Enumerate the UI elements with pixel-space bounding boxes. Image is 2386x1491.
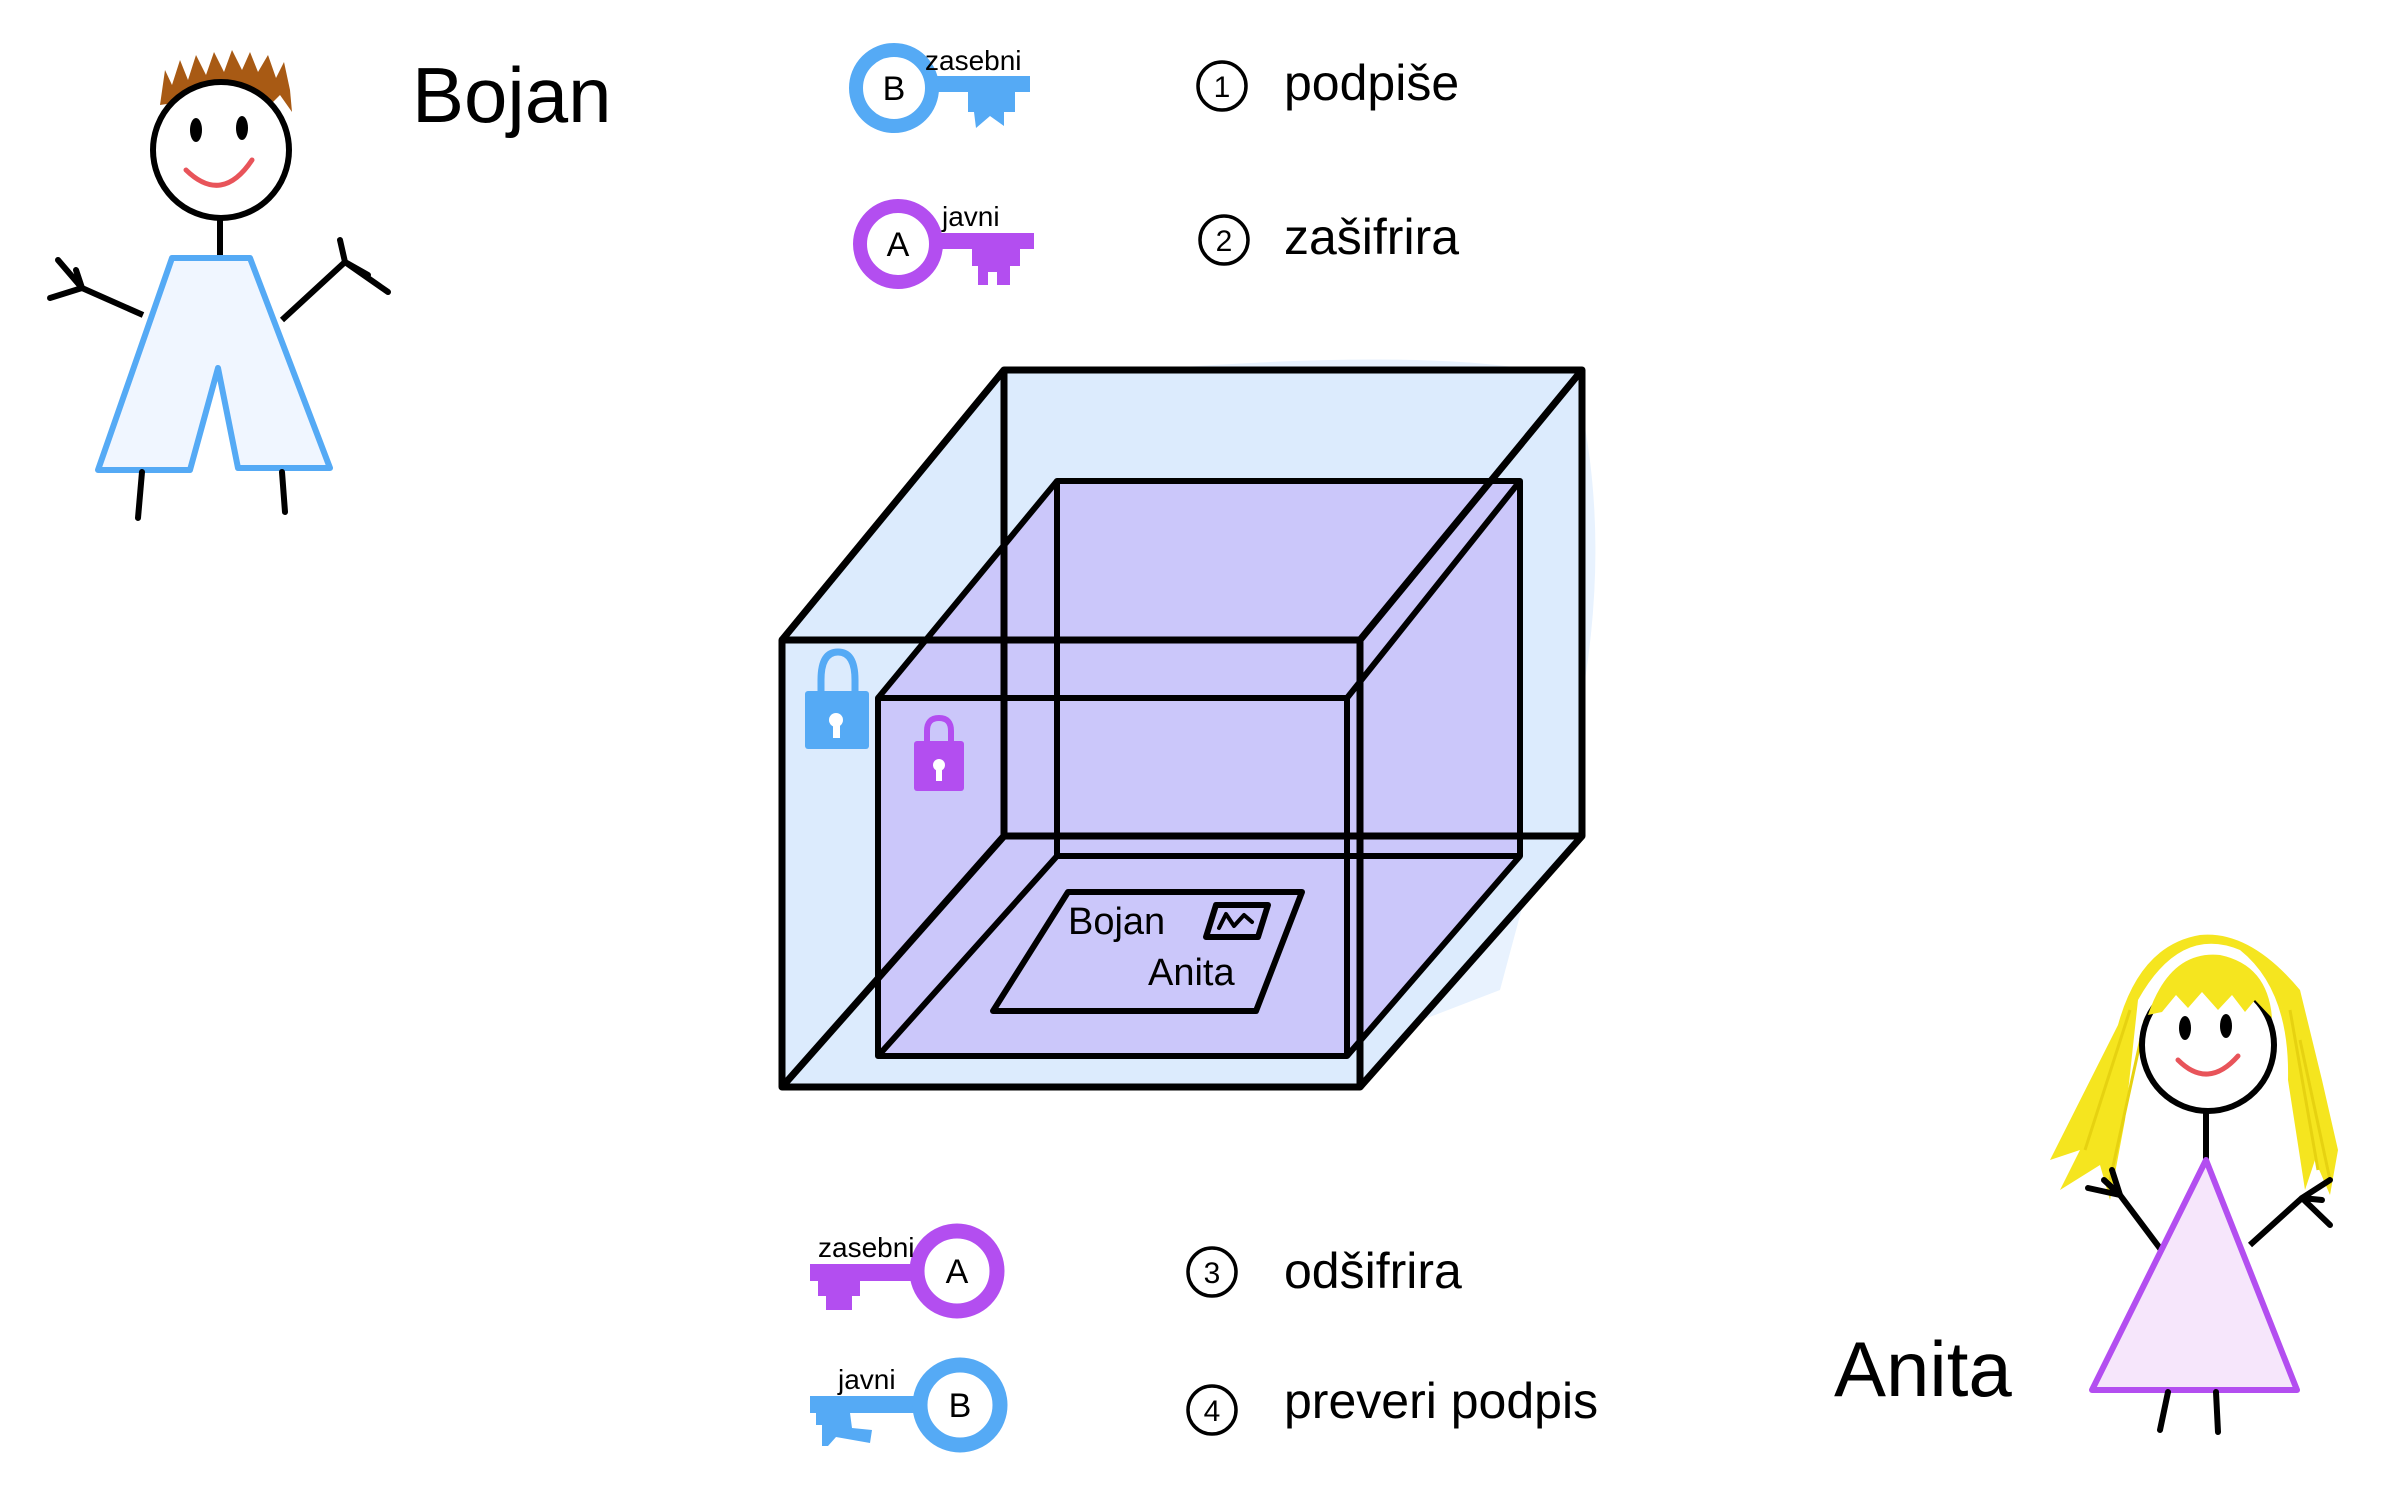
bojan-smile <box>183 157 255 188</box>
sender-public-key-tag: javni <box>837 1364 896 1395</box>
inner-box-edges <box>875 478 1523 1059</box>
anita-hair <box>2050 934 2338 1200</box>
receiver-name: Anita <box>1834 1325 2012 1413</box>
bojan-figure <box>47 50 391 521</box>
step-1-badge <box>1196 60 1248 112</box>
step-1-number: 1 <box>1214 71 1231 104</box>
step-3-number: 3 <box>1204 1257 1221 1290</box>
sender-private-key-icon <box>849 43 1030 133</box>
step-4-badge <box>1186 1384 1238 1436</box>
signature-icon <box>1203 902 1271 940</box>
outer-box-edges <box>778 366 1586 1091</box>
receiver-public-key-tag: javni <box>941 201 1000 232</box>
anita-dress <box>2089 1157 2300 1393</box>
step-3-label: odšifrira <box>1284 1243 1462 1299</box>
receiver-private-key-tag: zasebni <box>818 1232 915 1263</box>
sender-private-key-tag: zasebni <box>925 45 1022 76</box>
step-4-number: 4 <box>1204 1395 1221 1428</box>
sender-public-key-icon <box>810 1357 1008 1453</box>
sender-name: Bojan <box>412 51 612 139</box>
step-2-number: 2 <box>1216 225 1233 258</box>
document-to: Anita <box>1148 952 1235 994</box>
step-4-label: preveri podpis <box>1284 1373 1598 1429</box>
sender-public-key-letter: B <box>949 1387 972 1425</box>
document-from: Bojan <box>1068 901 1165 943</box>
bojan-body <box>95 255 333 473</box>
sender-private-key-letter: B <box>883 70 906 108</box>
anita-figure <box>2050 934 2338 1435</box>
receiver-private-key-icon <box>810 1223 1005 1319</box>
anita-smile <box>2175 1053 2241 1077</box>
bojan-head <box>150 79 292 221</box>
receiver-public-key-icon <box>853 199 1034 289</box>
blue-lock-icon <box>805 648 869 749</box>
step-1-label: podpiše <box>1284 55 1459 111</box>
signed-document <box>990 889 1305 1014</box>
receiver-private-key-letter: A <box>946 1253 969 1291</box>
step-2-label: zašifrira <box>1284 209 1459 265</box>
step-2-badge <box>1198 214 1250 266</box>
receiver-public-key-letter: A <box>887 226 910 264</box>
purple-lock-icon <box>914 714 964 791</box>
step-3-badge <box>1186 1246 1238 1298</box>
